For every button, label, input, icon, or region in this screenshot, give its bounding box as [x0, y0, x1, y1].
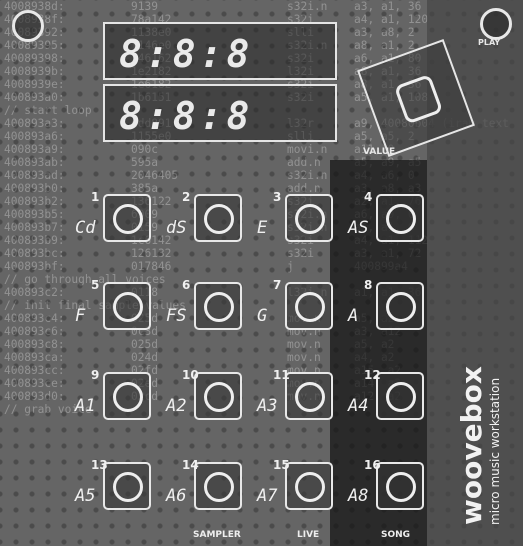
pad-8[interactable] — [376, 282, 424, 330]
pad-note-label: F — [75, 306, 86, 326]
brand-logo: woovebox — [455, 366, 488, 525]
pad-note-label: G — [257, 306, 268, 326]
play-button[interactable] — [480, 8, 512, 40]
pad-12[interactable] — [376, 372, 424, 420]
pad-note-label: FS — [166, 306, 187, 326]
pad-number: 15 — [273, 458, 290, 472]
pad-7[interactable] — [285, 282, 333, 330]
pad-number: 8 — [364, 278, 373, 292]
mode-sampler-label[interactable]: SAMPLER — [193, 530, 241, 540]
pad-14[interactable] — [194, 462, 242, 510]
knob-indicator-icon — [393, 73, 444, 125]
pad-number: 14 — [182, 458, 199, 472]
pad-1[interactable] — [103, 194, 151, 242]
pad-number: 4 — [364, 190, 373, 204]
brand-tagline: micro music workstation — [488, 377, 502, 525]
pad-number: 11 — [273, 368, 290, 382]
value-label: VALUE — [363, 147, 396, 157]
pad-number: 3 — [273, 190, 282, 204]
display-top-readout: 8:8:8 — [119, 32, 254, 76]
pad-6[interactable] — [194, 282, 242, 330]
mode-live-label[interactable]: LIVE — [297, 530, 320, 540]
play-label: PLAY — [478, 38, 501, 47]
pad-4[interactable] — [376, 194, 424, 242]
pad-2[interactable] — [194, 194, 242, 242]
pad-number: 13 — [91, 458, 108, 472]
mode-song-label[interactable]: SONG — [381, 530, 411, 540]
pad-note-label: A4 — [348, 396, 369, 416]
pad-note-label: E — [257, 218, 268, 238]
pad-note-label: dS — [166, 218, 187, 238]
pad-number: 2 — [182, 190, 191, 204]
pad-3[interactable] — [285, 194, 333, 242]
pad-9[interactable] — [103, 372, 151, 420]
pad-5[interactable] — [103, 282, 151, 330]
pad-number: 5 — [91, 278, 100, 292]
record-button[interactable] — [12, 10, 44, 42]
pad-note-label: A8 — [348, 486, 369, 506]
pad-note-label: A7 — [257, 486, 278, 506]
pad-13[interactable] — [103, 462, 151, 510]
pad-15[interactable] — [285, 462, 333, 510]
pad-16[interactable] — [376, 462, 424, 510]
pad-number: 6 — [182, 278, 191, 292]
pad-number: 7 — [273, 278, 282, 292]
pad-number: 10 — [182, 368, 199, 382]
display-top: 8:8:8 — [103, 22, 337, 80]
pad-10[interactable] — [194, 372, 242, 420]
display-bottom: 8:8:8 — [103, 84, 337, 142]
pad-note-label: Cd — [75, 218, 96, 238]
pad-note-label: A — [348, 306, 359, 326]
pad-number: 16 — [364, 458, 381, 472]
pad-number: 1 — [91, 190, 100, 204]
pad-note-label: A1 — [75, 396, 96, 416]
display-bottom-readout: 8:8:8 — [119, 94, 254, 138]
pad-number: 9 — [91, 368, 100, 382]
pad-note-label: AS — [348, 218, 369, 238]
pad-note-label: A5 — [75, 486, 96, 506]
pad-11[interactable] — [285, 372, 333, 420]
pad-number: 12 — [364, 368, 381, 382]
pad-note-label: A3 — [257, 396, 278, 416]
pad-note-label: A2 — [166, 396, 187, 416]
pad-note-label: A6 — [166, 486, 187, 506]
